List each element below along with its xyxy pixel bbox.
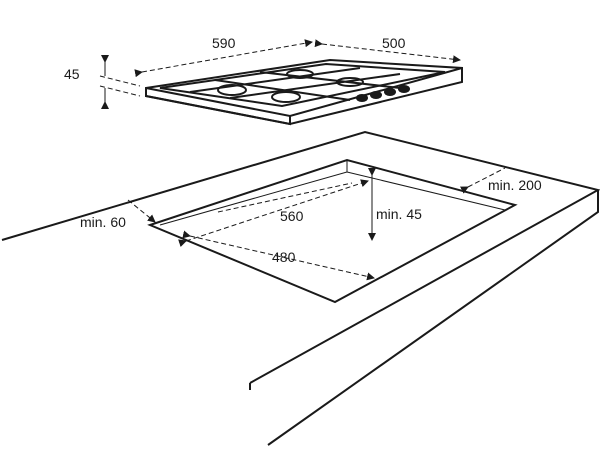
height-label: 45 bbox=[64, 66, 80, 82]
hob-grate-bars bbox=[189, 67, 401, 101]
burner-1-icon bbox=[217, 84, 247, 96]
burner-2-icon bbox=[271, 91, 301, 103]
cutout-outline bbox=[147, 158, 518, 304]
height-ext-bottom bbox=[99, 85, 141, 97]
countertop-front-edge bbox=[267, 190, 599, 446]
cutout-depth-label: 480 bbox=[272, 249, 296, 265]
hob-front-face bbox=[145, 88, 291, 126]
hob-bottom-edge bbox=[289, 81, 463, 125]
control-knobs bbox=[356, 85, 410, 102]
depth-label: 500 bbox=[382, 35, 406, 51]
knob-4-icon bbox=[398, 85, 410, 93]
dimension-labels: 590 500 45 min. 60 min. 200 560 min. 45 … bbox=[64, 35, 542, 265]
dimension-lines bbox=[99, 39, 506, 281]
hob bbox=[145, 58, 463, 126]
min-front-dimension-line bbox=[127, 199, 156, 223]
knob-3-icon bbox=[384, 88, 396, 96]
cutout-width-label: 560 bbox=[280, 208, 304, 224]
knob-1-icon bbox=[356, 94, 368, 102]
min-depth-label: min. 45 bbox=[376, 206, 422, 222]
countertop-top-outline bbox=[1, 130, 600, 384]
cutout-width-dimension-line bbox=[178, 179, 369, 247]
cutout bbox=[147, 158, 518, 304]
min-rear-dimension-line bbox=[459, 167, 506, 194]
burner-4-icon bbox=[336, 77, 364, 87]
cutout-inner-side-wall bbox=[346, 171, 506, 211]
height-ext-top bbox=[99, 75, 141, 87]
min-rear-label: min. 200 bbox=[488, 177, 542, 193]
knob-2-icon bbox=[370, 91, 382, 99]
width-label: 590 bbox=[212, 35, 236, 51]
width-dimension-line bbox=[134, 39, 313, 78]
depth-dimension-line bbox=[314, 39, 461, 64]
min-front-label: min. 60 bbox=[80, 214, 126, 230]
